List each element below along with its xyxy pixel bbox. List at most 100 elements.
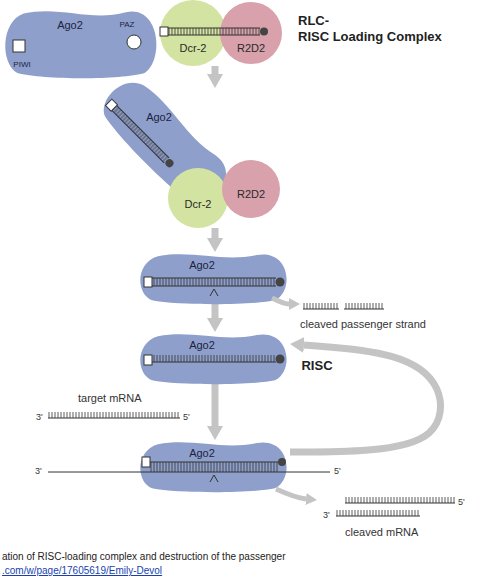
mrna-guide-duplex [48, 472, 330, 473]
protein-outline [140, 332, 290, 384]
cleaved-passenger-strand [344, 309, 384, 310]
cleaved-mrna [345, 503, 455, 504]
guide-strand [152, 362, 276, 363]
protein-name: R2D2 [237, 188, 265, 201]
protein-name: Ago2 [189, 447, 215, 460]
target-mrna [48, 412, 180, 418]
sirna-duplex [168, 28, 260, 29]
cleaved-mrna [336, 516, 420, 517]
protein-body-fill [140, 334, 286, 384]
sirna-duplex [144, 277, 285, 296]
protein-shape: Ago2RISC [140, 332, 290, 384]
source-link: .com/w/page/17605619/Emily-Devol [2, 565, 162, 577]
guide-strand [152, 355, 276, 362]
cleaved-passenger-strand [272, 298, 289, 304]
cleaved-mrna [276, 489, 306, 499]
sirna-duplex [152, 278, 276, 279]
cleaved-passenger-strand [344, 303, 384, 309]
protein-name: Ago2 [146, 111, 172, 124]
complex-name: RISC Loading Complex [298, 30, 442, 45]
sirna-duplex [152, 286, 276, 287]
cleaved-mrna [345, 497, 455, 503]
protein-body-fill [140, 254, 286, 304]
target-mrna [48, 412, 180, 418]
strand-end: 5' [334, 466, 341, 476]
guide-strand [144, 355, 152, 365]
sirna-duplex [160, 27, 168, 36]
strand-end: 5' [183, 412, 190, 422]
annotation: cleaved passenger strand [300, 318, 426, 331]
guide-strand [144, 355, 285, 366]
step-arrow [212, 66, 219, 74]
protein-outline [140, 252, 290, 304]
protein-outline [220, 2, 282, 64]
protein-circle: R2D2 [220, 2, 282, 64]
sirna-duplex [112, 110, 164, 162]
protein-body-fill [5, 11, 156, 78]
protein-body-fill [140, 442, 286, 492]
protein-shape: Ago2 PAZ PIWI [5, 8, 160, 78]
cleaved-mrna [336, 510, 420, 516]
sirna-duplex [164, 157, 175, 168]
protein-name: R2D2 [237, 42, 265, 55]
sirna-duplex [152, 278, 276, 286]
sirna-duplex [105, 99, 175, 169]
cleaved-passenger-strand [303, 303, 339, 309]
sirna-duplex [168, 35, 260, 36]
complex-name: RLC- [298, 14, 329, 29]
sirna-duplex [112, 106, 169, 163]
strand-end: 3' [35, 466, 42, 476]
sirna-duplex [276, 278, 285, 287]
target-mrna [48, 418, 180, 419]
mrna-guide-duplex [210, 475, 218, 482]
domain-symbol [13, 35, 141, 52]
sirna-duplex [260, 28, 268, 36]
protein-circle-fill [222, 160, 280, 218]
protein-name: Ago2 [57, 19, 83, 32]
protein-name: Ago2 [189, 259, 215, 272]
protein-circle: R2D2 [222, 160, 280, 218]
protein-shape: Ago2 [140, 440, 290, 492]
cleaved-passenger-strand [303, 309, 339, 310]
domain-label: PIWI [13, 60, 30, 69]
protein-circle: Dcr-2 [160, 0, 226, 66]
annotation: target mRNA [78, 392, 142, 405]
step-arrow [212, 304, 219, 318]
cleaved-mrna [276, 489, 455, 516]
mrna-guide-duplex [48, 457, 330, 482]
sirna-duplex [117, 106, 169, 158]
protein-shape: Ago2 [140, 252, 290, 304]
mrna-guide-duplex [150, 462, 278, 463]
protein-name: Dcr-2 [180, 42, 207, 55]
domain-symbol [127, 35, 141, 49]
strand-end: 5' [458, 497, 465, 507]
mrna-guide-duplex [142, 457, 150, 467]
protein-circle-fill [220, 2, 282, 64]
strand-end: 3' [323, 510, 330, 520]
guide-strand [276, 355, 285, 364]
figure-caption: ation of RISC-loading complex and destru… [2, 551, 286, 563]
protein-outline [140, 440, 290, 492]
mrna-guide-duplex [150, 462, 278, 472]
protein-circle: Dcr-2 [168, 168, 228, 228]
cleaved-passenger-strand [272, 298, 384, 309]
strand-end: 3' [36, 412, 43, 422]
mrna-guide-duplex [278, 458, 286, 466]
sirna-duplex [210, 289, 218, 296]
sirna-duplex [105, 99, 117, 111]
domain-label: PAZ [120, 20, 135, 29]
step-arrow [212, 228, 219, 238]
sirna-duplex [144, 277, 152, 287]
domain-symbol [13, 40, 25, 52]
protein-outline [160, 0, 226, 66]
protein-name: Dcr-2 [185, 198, 212, 211]
complex-label: RISC [301, 359, 332, 374]
annotation: cleaved mRNA [345, 526, 418, 539]
protein-name: Ago2 [189, 339, 215, 352]
step-arrow [212, 384, 219, 426]
protein-circle-fill [160, 0, 226, 66]
sirna-duplex [168, 28, 260, 35]
sirna-duplex [160, 27, 268, 36]
